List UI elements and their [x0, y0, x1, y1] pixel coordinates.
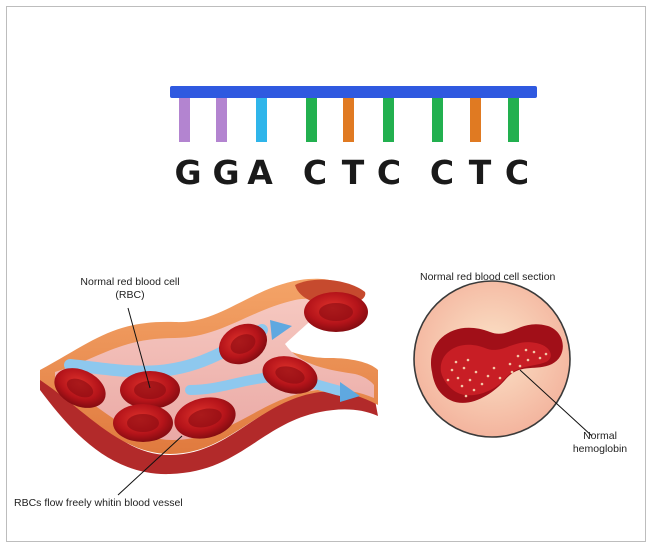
dna-base-letter: T: [338, 153, 368, 192]
dna-base-letter: C: [502, 153, 532, 192]
dna-base-bar: [383, 98, 394, 142]
dna-base-bar: [306, 98, 317, 142]
label-hemoglobin-line2: hemoglobin: [566, 443, 634, 456]
dna-base-bar: [343, 98, 354, 142]
dna-base-bar: [179, 98, 190, 142]
dna-base-letter: T: [465, 153, 495, 192]
dna-base-bar: [432, 98, 443, 142]
dna-base-bar: [470, 98, 481, 142]
rbc-section-circle: [414, 281, 570, 437]
dna-base-letter: A: [245, 153, 275, 192]
label-section: Normal red blood cell section: [420, 271, 600, 284]
dna-base-letter: G: [211, 153, 241, 192]
label-rbc-abbr: (RBC): [70, 289, 190, 302]
dna-backbone: [170, 86, 537, 98]
dna-base-bar: [508, 98, 519, 142]
red-blood-cell: [113, 404, 173, 442]
label-normal-rbc-text: Normal red blood cell: [70, 276, 190, 289]
dna-base-letter: G: [173, 153, 203, 192]
dna-base-bar: [216, 98, 227, 142]
red-blood-cell: [120, 371, 180, 409]
dna-base-bar: [256, 98, 267, 142]
dna-base-letter: C: [300, 153, 330, 192]
dna-base-letter: C: [374, 153, 404, 192]
label-normal-rbc: Normal red blood cell (RBC): [70, 276, 190, 302]
red-blood-cell: [304, 292, 368, 332]
dna-base-letter: C: [427, 153, 457, 192]
label-flow: RBCs flow freely whitin blood vessel: [14, 497, 244, 510]
blood-illustration: Normal red blood cell (RBC) RBCs flow fr…: [0, 240, 653, 549]
label-hemoglobin: Normal hemoglobin: [566, 430, 634, 456]
label-hemoglobin-line1: Normal: [566, 430, 634, 443]
